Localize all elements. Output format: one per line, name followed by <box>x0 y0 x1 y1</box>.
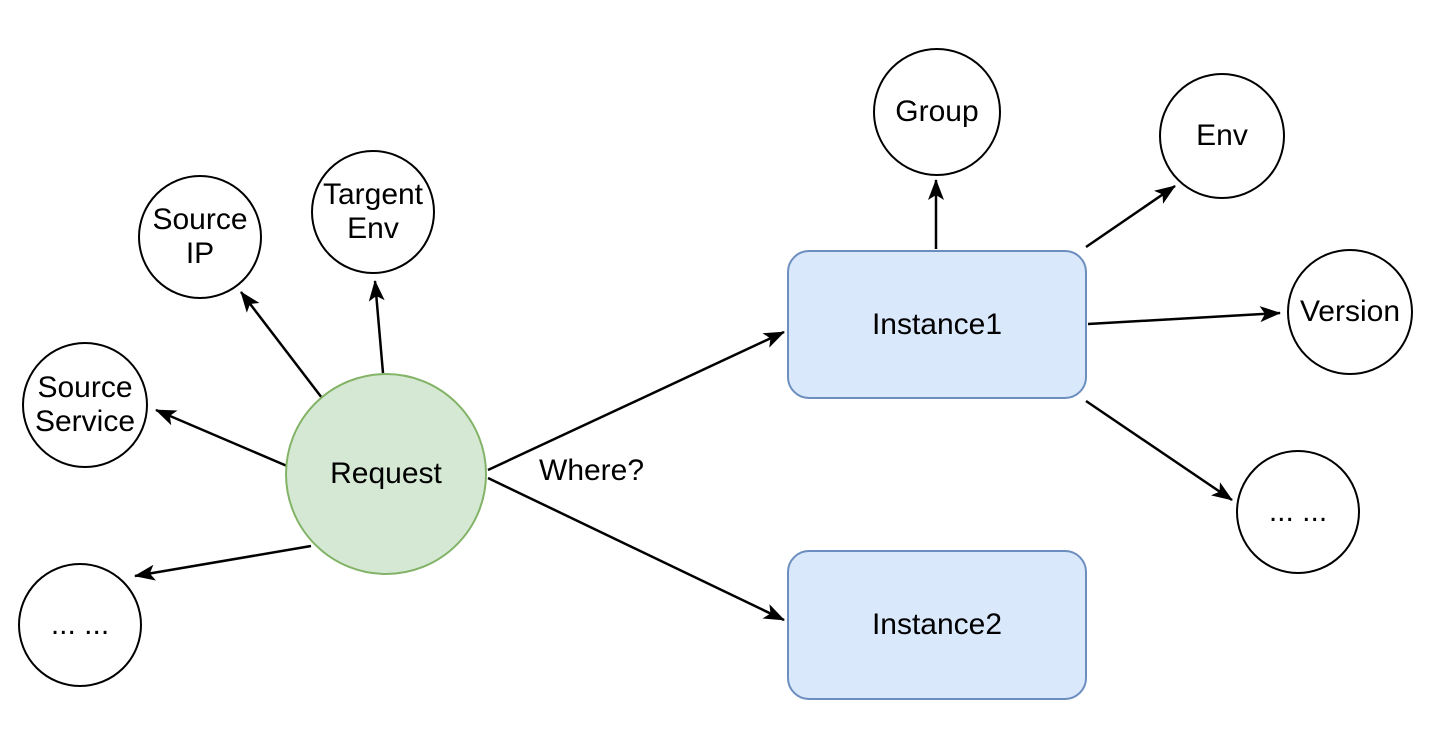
node-group: Group <box>873 48 1001 176</box>
node-instance1: Instance1 <box>787 250 1087 399</box>
arrow-request-to-left-more <box>134 544 312 581</box>
arrow-instance1-to-right-more <box>1085 399 1233 502</box>
node-label: Instance2 <box>871 608 1003 642</box>
node-request: Request <box>285 373 487 575</box>
node-label: Source IP <box>152 203 248 270</box>
node-label: Source Service <box>34 371 136 438</box>
node-instance2: Instance2 <box>787 550 1087 700</box>
node-right-more: ... ... <box>1236 450 1360 574</box>
node-label: Targent Env <box>322 178 424 245</box>
node-left-more: ... ... <box>18 563 142 687</box>
node-source-service: Source Service <box>22 342 148 468</box>
arrow-request-to-source-ip <box>240 291 323 399</box>
arrow-request-to-instance1 <box>487 330 785 472</box>
arrow-request-to-targent-env <box>368 280 385 374</box>
node-label: Group <box>895 95 979 129</box>
node-label: Version <box>1299 295 1401 329</box>
edge-label-where: Where? <box>539 454 645 487</box>
arrow-request-to-instance2 <box>487 476 785 622</box>
node-version: Version <box>1287 249 1413 375</box>
node-label: Env <box>1196 119 1248 153</box>
arrow-request-to-source-service <box>155 408 288 468</box>
node-label: Request <box>330 457 442 491</box>
node-targent-env: Targent Env <box>311 150 435 274</box>
node-label: Instance1 <box>871 307 1003 341</box>
arrow-instance1-to-version <box>1087 306 1281 326</box>
node-label: ... ... <box>1268 495 1328 529</box>
node-label: ... ... <box>50 608 110 642</box>
arrow-instance1-to-env <box>1085 184 1176 249</box>
node-env: Env <box>1159 73 1285 199</box>
node-source-ip: Source IP <box>138 175 262 299</box>
